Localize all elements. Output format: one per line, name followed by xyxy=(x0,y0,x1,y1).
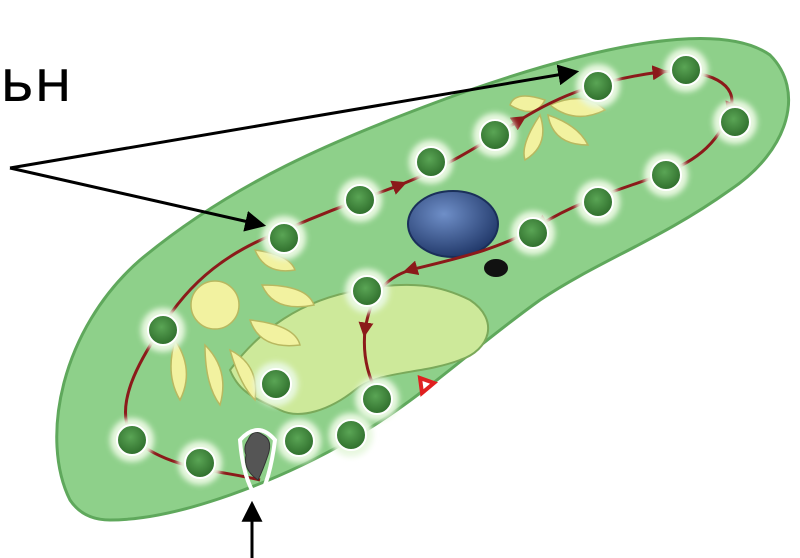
food-vacuole xyxy=(284,426,314,456)
food-vacuole xyxy=(518,218,548,248)
food-vacuole xyxy=(148,315,178,345)
macronucleus xyxy=(408,191,498,257)
micronucleus xyxy=(484,259,508,277)
food-vacuole xyxy=(416,147,446,177)
food-vacuole xyxy=(583,187,613,217)
food-vacuole xyxy=(336,420,366,450)
food-vacuole xyxy=(352,276,382,306)
cell-body xyxy=(57,39,789,520)
food-vacuole xyxy=(362,384,392,414)
red-marker xyxy=(420,378,434,393)
food-vacuole xyxy=(651,160,681,190)
food-vacuole xyxy=(480,120,510,150)
food-vacuole xyxy=(185,448,215,478)
food-vacuole xyxy=(269,223,299,253)
food-vacuole xyxy=(583,71,613,101)
food-vacuole xyxy=(117,425,147,455)
food-vacuole xyxy=(261,369,291,399)
food-vacuole xyxy=(671,55,701,85)
food-vacuole xyxy=(720,107,750,137)
food-vacuole xyxy=(345,185,375,215)
